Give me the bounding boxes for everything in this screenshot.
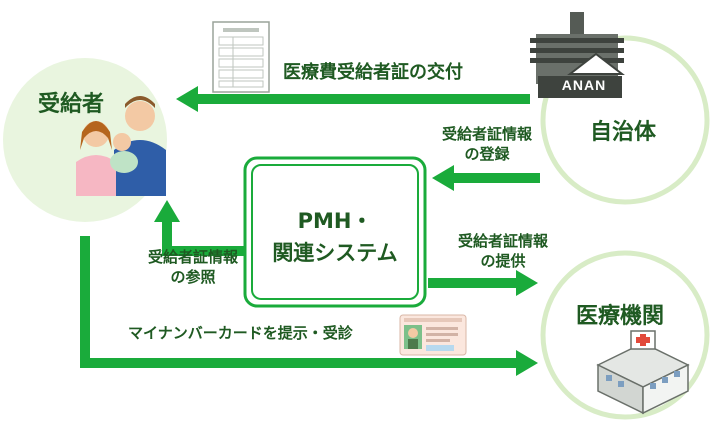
- mynumber-label: マイナンバーカードを提示・受診: [128, 324, 353, 342]
- register-label: 受給者証情報 の登録: [412, 124, 562, 164]
- medical-label: 医療機関: [576, 304, 665, 329]
- hospital-building-icon: [596, 330, 690, 415]
- city-hall-building-icon: [530, 12, 625, 98]
- pmh-title: PMH・ 関連システム: [252, 205, 418, 267]
- recipient-label: 受給者: [38, 92, 105, 117]
- provide-label-line2: の提供: [480, 252, 526, 270]
- certificate-document-icon: [212, 21, 270, 93]
- register-arrow: [432, 165, 540, 191]
- provide-arrow: [428, 270, 538, 296]
- issue-arrow: [176, 86, 530, 112]
- reference-label-line1: 受給者証情報: [147, 248, 238, 266]
- municipality-label: 自治体: [590, 120, 657, 145]
- issue-label: 医療費受給者証の交付: [283, 62, 463, 83]
- reference-arrow: [154, 200, 246, 256]
- provide-label-line1: 受給者証情報: [457, 232, 548, 250]
- city-hall-logo-text: ANAN: [561, 77, 607, 93]
- register-label-line1: 受給者証情報: [441, 125, 532, 143]
- pmh-box-inner: [251, 164, 419, 300]
- provide-label: 受給者証情報 の提供: [428, 231, 578, 271]
- pmh-title-line1: PMH・: [297, 209, 373, 233]
- mynumber-card-icon: [399, 314, 467, 356]
- mynumber-arrow: [80, 236, 538, 376]
- reference-label: 受給者証情報 の参照: [118, 247, 268, 287]
- register-label-line2: の登録: [464, 145, 510, 163]
- pmh-title-line2: 関連システム: [272, 241, 398, 265]
- reference-label-line2: の参照: [170, 268, 216, 286]
- family-illustration-icon: [76, 96, 166, 196]
